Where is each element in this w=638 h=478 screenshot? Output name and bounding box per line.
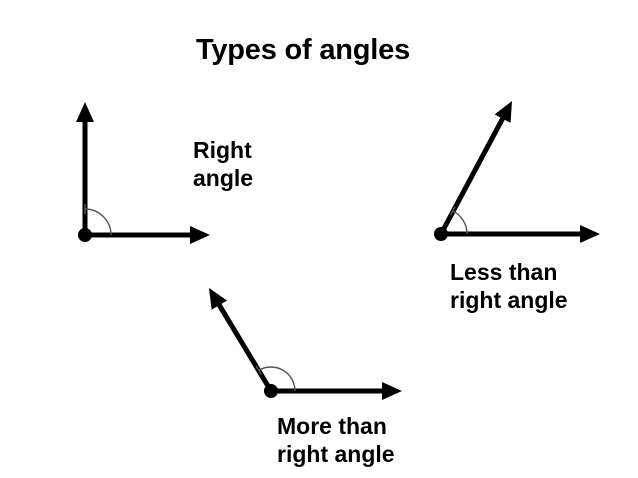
arrowhead-diagonal-ray <box>209 288 228 310</box>
vertex-dot-obtuse-angle <box>264 384 278 398</box>
angle-figure-acute-angle <box>434 101 600 243</box>
arrowhead-diagonal-ray <box>494 101 512 123</box>
angle-tick-obtuse-angle <box>255 365 262 376</box>
vertex-dot-right-angle <box>78 228 92 242</box>
angle-label-line-acute-angle-1: right angle <box>450 287 568 313</box>
angle-tick-acute-angle <box>449 206 456 216</box>
angle-label-line-obtuse-angle-0: More than <box>277 413 387 439</box>
angle-figure-obtuse-angle <box>209 288 402 400</box>
angle-figures-layer <box>76 101 600 400</box>
ray-shaft-diagonal-ray <box>438 115 506 236</box>
angle-label-line-obtuse-angle-1: right angle <box>277 441 395 467</box>
arrowhead-vertical-ray <box>76 102 94 122</box>
ray-shaft-diagonal-ray <box>216 302 274 393</box>
angle-label-line-acute-angle-0: Less than <box>450 259 557 285</box>
angle-arc-acute-angle <box>452 210 468 235</box>
angle-figure-right-angle <box>76 102 210 244</box>
angle-arc-obtuse-angle <box>258 366 296 392</box>
arrowhead-horizontal-ray <box>580 225 600 243</box>
arrowhead-horizontal-ray <box>190 226 210 244</box>
angle-label-line-right-angle-0: Right <box>193 137 252 163</box>
angle-label-line-right-angle-1: angle <box>193 165 253 191</box>
page-title: Types of angles <box>196 34 410 66</box>
angle-arc-right-angle <box>84 208 112 236</box>
vertex-dot-acute-angle <box>434 227 448 241</box>
arrowhead-horizontal-ray <box>382 382 402 400</box>
